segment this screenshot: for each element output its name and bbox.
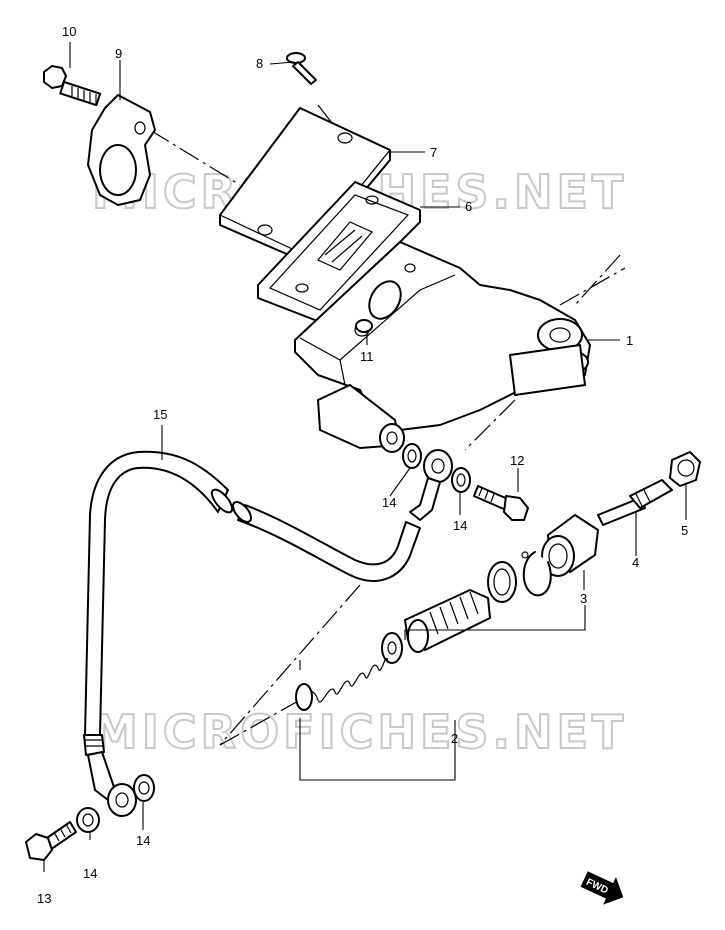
callout-7: 7 (430, 145, 437, 160)
fwd-badge: FWD (580, 871, 624, 905)
callout-13: 13 (37, 891, 51, 906)
part-13-banjo-bolt (25, 821, 77, 861)
callout-14-a: 14 (382, 495, 396, 510)
callout-1: 1 (626, 333, 633, 348)
callouts: 10 9 8 7 6 1 11 15 12 14 14 5 4 3 2 14 1… (37, 24, 688, 906)
part-5-cap (669, 451, 701, 487)
part-2-seal-ring (487, 561, 517, 603)
part-1-master-cylinder (294, 241, 591, 453)
banjo-fitting-upper (409, 449, 453, 521)
banjo-fitting-lower (87, 751, 137, 817)
callout-12: 12 (510, 453, 524, 468)
fwd-arrow-icon (580, 871, 624, 905)
part-14-washer-lower-right (133, 774, 155, 802)
callout-4: 4 (632, 555, 639, 570)
callout-14-d: 14 (83, 866, 97, 881)
part-10-bolt (43, 65, 102, 107)
part-14-washer-upper-left (402, 443, 422, 469)
part-15-hose (83, 450, 421, 756)
part-9-clamp (87, 94, 156, 206)
part-3-circlip (521, 551, 552, 597)
leader-lines (43, 42, 687, 872)
part-14-washer-lower-left (76, 807, 100, 833)
callout-6: 6 (465, 199, 472, 214)
part-8-screw (286, 52, 317, 85)
callout-5: 5 (681, 523, 688, 538)
callout-14-c: 14 (136, 833, 150, 848)
part-12-banjo-bolt (473, 485, 529, 521)
callout-15: 15 (153, 407, 167, 422)
part-2-piston (381, 589, 491, 664)
callout-3: 3 (580, 591, 587, 606)
callout-14-b: 14 (453, 518, 467, 533)
callout-2: 2 (451, 731, 458, 746)
part-6-diaphragm (257, 181, 421, 323)
callout-8: 8 (256, 56, 263, 71)
part-14-washer-upper-right (451, 467, 471, 493)
part-11-screw (355, 319, 373, 333)
callout-10: 10 (62, 24, 76, 39)
callout-9: 9 (115, 46, 122, 61)
callout-11: 11 (360, 349, 374, 364)
part-4-push-rod (597, 479, 673, 526)
part-2-spring (295, 657, 389, 711)
watermark-bottom: MICROFICHES.NET (92, 705, 627, 759)
